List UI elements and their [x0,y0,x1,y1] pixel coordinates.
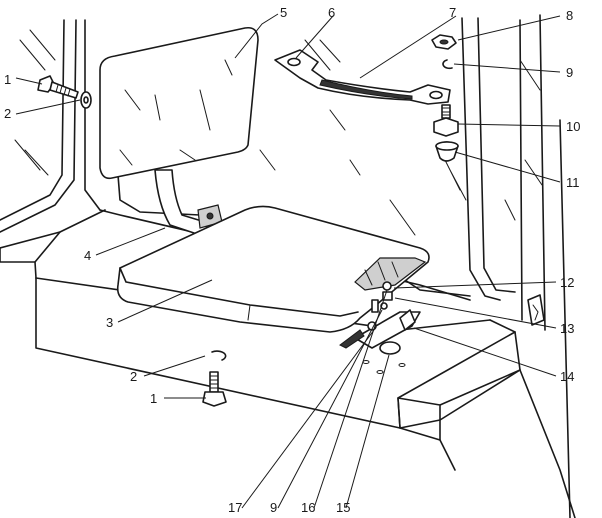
seat-base [0,209,576,518]
callout-11: 11 [566,175,580,190]
bolt-washer-bottom [202,350,227,407]
bolt-washer-top [37,75,92,109]
callout-9-bottom: 9 [270,500,277,515]
callout-9-top: 9 [566,65,573,80]
callout-13: 13 [560,321,574,336]
fastener-stack [431,34,459,162]
leader-lines [15,13,561,509]
callout-5: 5 [280,5,287,20]
callout-2-bottom: 2 [130,369,137,384]
callout-12: 12 [560,275,574,290]
callout-4: 4 [84,248,91,263]
mount-assembly [339,281,421,374]
callout-8: 8 [566,8,573,23]
backrest [99,26,259,180]
callout-17: 17 [228,500,242,515]
hinge-strap [274,49,451,105]
callout-6: 6 [328,5,335,20]
seat-cushion [116,205,430,333]
callout-1-bottom: 1 [150,391,157,406]
callout-16: 16 [301,500,315,515]
callout-2-top: 2 [4,106,11,121]
callout-3: 3 [106,315,113,330]
callout-labels: 1 2 4 5 6 7 8 9 10 11 12 13 14 3 2 1 17 … [4,5,580,515]
callout-7: 7 [449,5,456,20]
cabin-frame [0,14,571,518]
callout-14: 14 [560,369,574,384]
callout-10: 10 [566,119,580,134]
callout-1-top: 1 [4,72,11,87]
callout-15: 15 [336,500,350,515]
